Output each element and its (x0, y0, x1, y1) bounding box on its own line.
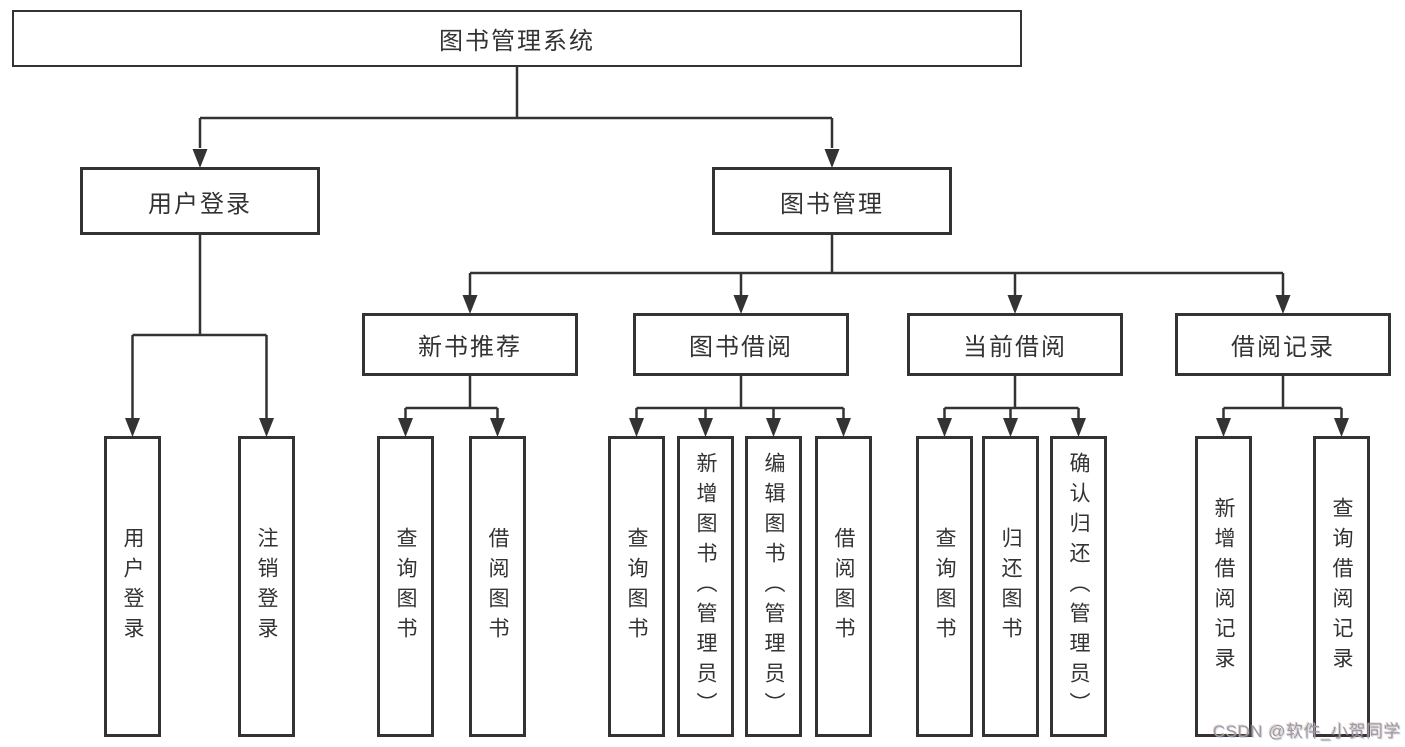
node-label: 图书借阅 (689, 334, 793, 361)
leaf-query-books-recommend: 查询图书 (377, 436, 434, 737)
node-label: 用户登录 (121, 526, 145, 647)
leaf-confirm-return-admin: 确认归还（管理员） (1050, 436, 1107, 737)
connector-paths (131, 67, 1343, 418)
node-book-borrowing: 图书借阅 (633, 313, 849, 376)
node-book-management: 图书管理 (712, 167, 952, 235)
node-label: 借阅记录 (1231, 334, 1335, 361)
leaf-query-borrow-record: 查询借阅记录 (1313, 436, 1370, 737)
node-label: 新书推荐 (418, 334, 522, 361)
leaf-edit-books-admin: 编辑图书（管理员） (745, 436, 802, 737)
node-label: 新增借阅记录 (1212, 496, 1236, 677)
leaf-query-books-borrowing: 查询图书 (608, 436, 665, 737)
node-label: 新增图书（管理员） (694, 451, 718, 722)
leaf-return-books: 归还图书 (982, 436, 1039, 737)
node-label: 注销登录 (255, 526, 279, 647)
node-user-login: 用户登录 (80, 167, 320, 235)
node-label: 查询借阅记录 (1330, 496, 1354, 677)
node-label: 借阅图书 (832, 526, 856, 647)
node-label: 查询图书 (933, 526, 957, 647)
node-label: 查询图书 (625, 526, 649, 647)
node-label: 查询图书 (394, 526, 418, 647)
leaf-query-books-current: 查询图书 (916, 436, 973, 737)
node-label: 归还图书 (999, 526, 1023, 647)
node-current-borrowing: 当前借阅 (907, 313, 1123, 376)
node-borrowing-records: 借阅记录 (1175, 313, 1391, 376)
node-label: 当前借阅 (963, 334, 1067, 361)
node-new-book-recommendation: 新书推荐 (362, 313, 578, 376)
node-library-management-system: 图书管理系统 (12, 10, 1022, 67)
leaf-add-books-admin: 新增图书（管理员） (677, 436, 734, 737)
leaf-user-login: 用户登录 (104, 436, 161, 737)
csdn-watermark: CSDN @软件_小贺同学 (1212, 722, 1401, 741)
node-label: 借阅图书 (486, 526, 510, 647)
leaf-borrow-books-recommend: 借阅图书 (469, 436, 526, 737)
node-label: 用户登录 (148, 190, 252, 218)
leaf-borrow-books: 借阅图书 (815, 436, 872, 737)
leaf-logout: 注销登录 (238, 436, 295, 737)
node-label: 编辑图书（管理员） (762, 451, 786, 722)
node-label: 图书管理 (780, 190, 884, 218)
node-label: 确认归还（管理员） (1067, 451, 1091, 722)
leaf-add-borrow-record: 新增借阅记录 (1195, 436, 1252, 737)
node-label: 图书管理系统 (439, 28, 595, 55)
